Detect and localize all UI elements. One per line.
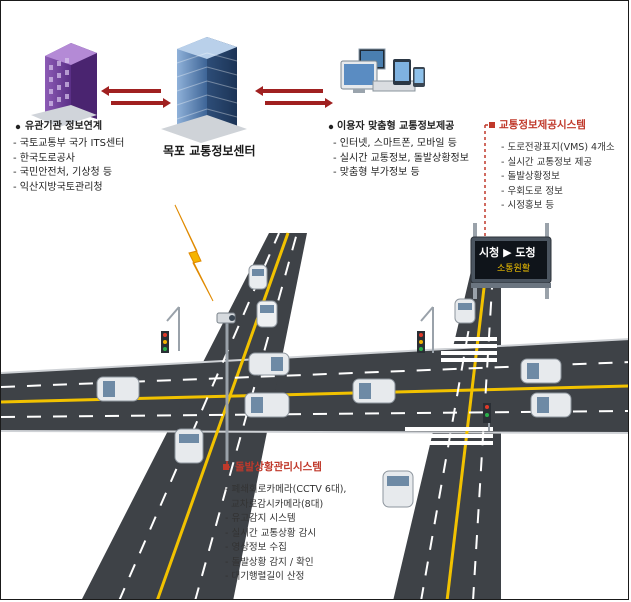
list-item: - 익산지방국토관리청 bbox=[13, 181, 103, 193]
cctv-camera-icon bbox=[216, 312, 236, 461]
list-item: - 한국도로공사 bbox=[13, 152, 75, 164]
list-item: - 국토교통부 국가 ITS센터 bbox=[13, 138, 125, 149]
traffic-center-building-icon bbox=[161, 37, 247, 143]
link-arrows-right bbox=[255, 86, 333, 108]
signal-bolt-icon bbox=[174, 204, 214, 302]
center-title: 목포 교통정보센터 bbox=[163, 144, 256, 158]
vms-sign-structure bbox=[470, 223, 552, 299]
car bbox=[244, 392, 290, 418]
list-item: - 맞춤형 부가정보 등 bbox=[333, 167, 420, 178]
list-item: - 유고감지 시스템 bbox=[225, 513, 296, 524]
incident-list: - 폐쇄회로카메라(CCTV 6대), 교차로감시카메라(8대) - 유고감지 … bbox=[225, 483, 346, 585]
list-item: - 돌발상황 감지 / 확인 bbox=[225, 556, 314, 568]
car bbox=[352, 378, 396, 404]
vms-sign-destination: 시청 ▶ 도청 bbox=[479, 246, 536, 259]
car bbox=[454, 298, 476, 324]
incident-heading: 돌발상황관리시스템 bbox=[235, 461, 322, 473]
right-heading: 이용자 맞춤형 교통정보제공 bbox=[337, 121, 455, 132]
list-item: - 시정홍보 등 bbox=[501, 200, 555, 211]
vms-heading: 교통정보제공시스템 bbox=[499, 119, 586, 131]
road-network bbox=[1, 232, 628, 599]
vehicles bbox=[96, 264, 572, 508]
list-item: - 영상정보 수집 bbox=[225, 542, 287, 553]
agency-building-icon bbox=[31, 43, 97, 127]
list-item: - 실시간 교통정보 제공 bbox=[501, 156, 593, 168]
car bbox=[248, 264, 268, 290]
user-devices-icon bbox=[340, 48, 425, 93]
list-item: - 대기행렬길이 산정 bbox=[225, 571, 305, 582]
car bbox=[174, 428, 204, 464]
left-heading: 유관기관 정보연계 bbox=[25, 121, 103, 132]
list-item: - 돌발상황정보 bbox=[501, 171, 560, 182]
vms-sign-status: 소통원활 bbox=[497, 264, 531, 274]
link-arrows-left bbox=[101, 86, 171, 108]
vms-list: - 도로전광표지(VMS) 4개소 - 실시간 교통정보 제공 - 돌발상황정보… bbox=[501, 141, 615, 214]
list-item: - 실시간 교통상황 감시 bbox=[225, 527, 317, 539]
car bbox=[256, 300, 278, 328]
list-item: 교차로감시카메라(8대) bbox=[231, 498, 324, 510]
car bbox=[520, 358, 562, 384]
list-item: - 우회도로 정보 bbox=[501, 185, 563, 197]
list-item: - 국민안전처, 기상청 등 bbox=[13, 167, 113, 178]
right-list: - 인터넷, 스마트폰, 모바일 등 - 실시간 교통정보, 돌발상황정보 - … bbox=[333, 137, 469, 181]
car bbox=[96, 376, 140, 402]
list-item: - 인터넷, 스마트폰, 모바일 등 bbox=[333, 138, 457, 149]
car bbox=[530, 392, 572, 418]
car bbox=[382, 470, 414, 508]
left-list: - 국토교통부 국가 ITS센터 - 한국도로공사 - 국민안전처, 기상청 등… bbox=[13, 137, 124, 195]
list-item: - 도로전광표지(VMS) 4개소 bbox=[501, 142, 615, 153]
list-item: - 실시간 교통정보, 돌발상황정보 bbox=[333, 152, 469, 164]
list-item: - 폐쇄회로카메라(CCTV 6대), bbox=[225, 484, 347, 495]
car bbox=[248, 352, 290, 376]
